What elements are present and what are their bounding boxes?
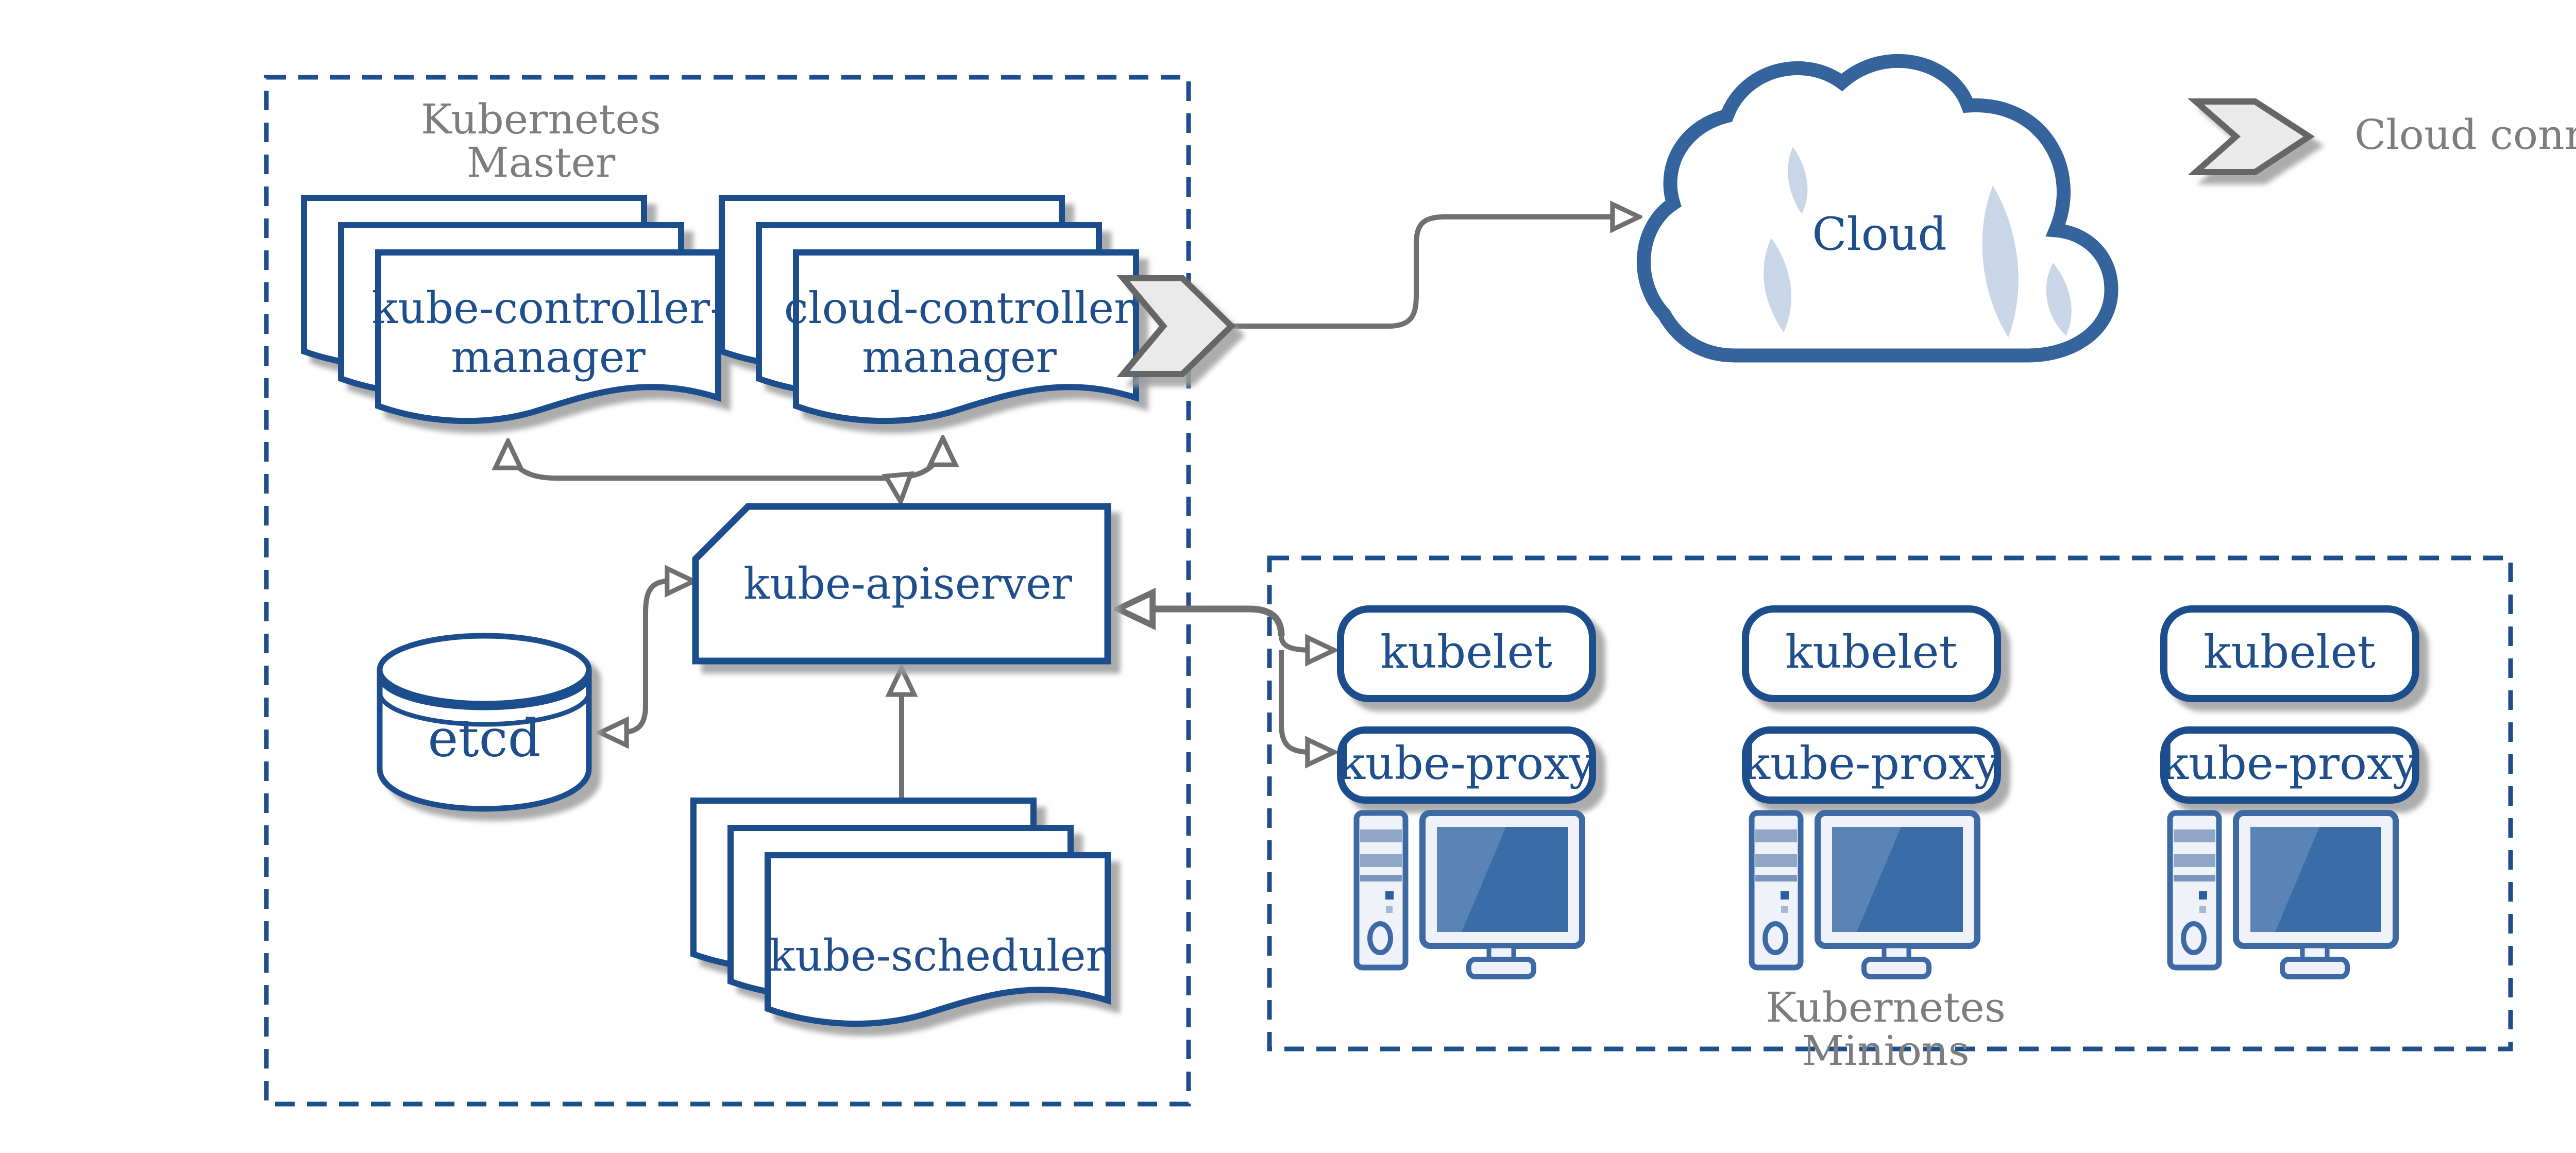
kubelet-box	[1337, 605, 1596, 702]
kube-proxy-label: kube-proxy	[1338, 737, 1595, 790]
kubelet-label: kubelet	[1785, 625, 1957, 679]
etcd-cylinder-top	[377, 633, 592, 707]
kube-apiserver-box	[692, 503, 1111, 665]
kubelet-label: kubelet	[2204, 625, 2376, 679]
kube-scheduler-label: kube-scheduler	[769, 930, 1107, 981]
cloud-controller-manager-label-line2: manager	[862, 332, 1057, 382]
master-group-label-line1: Kubernetes	[421, 95, 661, 143]
legend-cloud-connector: Cloud connector	[2187, 98, 2576, 175]
kubelet-box	[1742, 605, 2001, 702]
connector-apiserver-to-kube-controller-manager	[508, 442, 897, 481]
minion-node-3: kubelet kube-proxy	[2160, 605, 2419, 977]
kube-proxy-label: kube-proxy	[2161, 737, 2418, 790]
kube-apiserver-label: kube-apiserver	[743, 558, 1073, 609]
kube-proxy-box	[2160, 726, 2419, 804]
master-group-box	[264, 75, 1191, 1107]
computer-icon	[1357, 813, 1582, 977]
cloud-controller-manager-stack: cloud-controller manager	[722, 198, 1136, 421]
connector-to-kubelet	[1279, 636, 1333, 650]
etcd-ring	[377, 675, 591, 710]
legend-cloud-connector-label: Cloud connector	[2354, 111, 2576, 159]
connector-junction-to-apiserver	[899, 478, 901, 501]
minions-group-label-line1: Kubernetes	[1766, 984, 2006, 1031]
etcd-label: etcd	[428, 708, 540, 769]
connector-to-kube-proxy	[1279, 650, 1333, 752]
kube-proxy-box	[1337, 726, 1596, 804]
connector-apiserver-to-cloud-controller-manager	[898, 439, 943, 480]
master-group-label-line2: Master	[467, 139, 616, 186]
cloud-shading	[1764, 147, 2072, 337]
cloud-label: Cloud	[1812, 208, 1946, 261]
kubelet-box	[2160, 605, 2419, 702]
cloud-connector-icon	[1116, 275, 1236, 377]
kube-proxy-label: kube-proxy	[1743, 737, 2000, 790]
minion-node-2: kubelet kube-proxy	[1742, 605, 2001, 977]
etcd-node	[377, 633, 592, 812]
connector-cloud-controller-to-cloud	[1232, 217, 1638, 329]
connector-apiserver-etcd	[601, 581, 693, 733]
kube-controller-manager-label-line1: kube-controller-	[371, 283, 724, 333]
computer-icon	[1752, 813, 1977, 977]
minion-node-1: kubelet kube-proxy	[1337, 605, 1596, 977]
etcd-ring	[377, 692, 591, 727]
kube-scheduler-stack: kube-scheduler	[693, 801, 1108, 1024]
minions-group-label-line2: Minions	[1802, 1027, 1969, 1075]
cloud-controller-manager-label-line1: cloud-controller	[784, 283, 1135, 333]
cloud-node: Cloud	[1637, 54, 2119, 363]
kube-proxy-box	[1742, 726, 2001, 804]
kube-controller-manager-label-line2: manager	[451, 332, 646, 382]
kube-apiserver-node: kube-apiserver	[692, 503, 1111, 665]
kube-controller-manager-stack: kube-controller- manager	[304, 198, 725, 421]
computer-icon	[2170, 813, 2396, 977]
connector-kubelet-to-apiserver	[1119, 609, 1285, 636]
cloud-connector-legend-icon	[2187, 98, 2315, 175]
kubelet-label: kubelet	[1380, 625, 1552, 679]
minions-group-box	[1267, 555, 2513, 1052]
